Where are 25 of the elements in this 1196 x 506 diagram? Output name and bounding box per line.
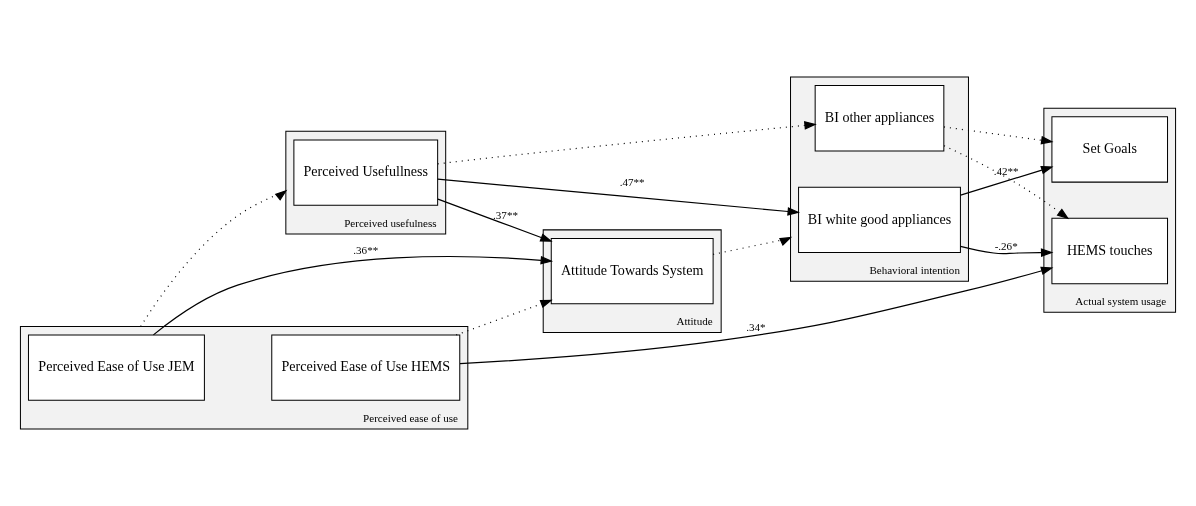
- arrow: [459, 266, 1054, 365]
- node-box: BI other appliances: [814, 85, 945, 152]
- edge-label: -.26*: [994, 239, 1018, 252]
- arrow: [437, 178, 800, 216]
- arrow: [437, 198, 553, 242]
- arrow: [437, 121, 817, 165]
- edge-label: .36**: [353, 243, 379, 256]
- arrow: [943, 126, 1054, 145]
- edge-label: .37**: [493, 208, 518, 221]
- node-box: HEMS touches: [1051, 217, 1169, 285]
- node-box: Attitude Towards System: [550, 237, 714, 305]
- arrow: [960, 166, 1054, 196]
- node-box: Perceived Ease of Use JEM: [27, 334, 205, 401]
- arrow: [712, 236, 793, 255]
- arrow: [959, 245, 1054, 258]
- arrow: [455, 299, 553, 336]
- edge-label: .34*: [746, 321, 766, 334]
- node-box: Set Goals: [1051, 116, 1169, 183]
- edge-label: .47**: [619, 176, 645, 189]
- arrow: [152, 255, 554, 336]
- arrow: [943, 145, 1070, 220]
- edge-label: .42**: [993, 165, 1019, 178]
- node-box: Perceived Usefullness: [293, 139, 439, 206]
- node-box: Perceived Ease of Use HEMS: [271, 334, 461, 401]
- node-box: BI white good appliances: [798, 186, 961, 253]
